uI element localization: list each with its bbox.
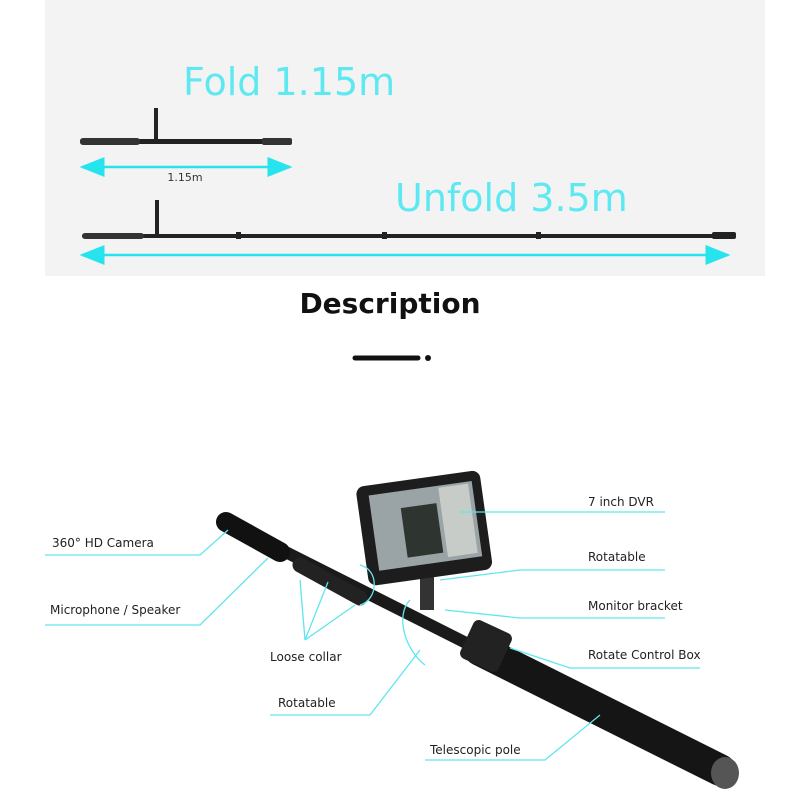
folded-pole xyxy=(80,108,292,145)
fold-label: Fold 1.15m xyxy=(183,60,395,104)
fold-measure: 1.15m xyxy=(167,171,202,184)
dimensions-panel xyxy=(45,0,765,276)
section-title: Description xyxy=(299,287,480,320)
label-loose-collar: Loose collar xyxy=(270,650,342,664)
label-rotatable-left: Rotatable xyxy=(278,696,336,710)
title-divider xyxy=(352,355,431,361)
callout-lines xyxy=(45,511,700,761)
label-control-box: Rotate Control Box xyxy=(588,648,701,662)
unfolded-pole xyxy=(82,200,736,239)
label-telescopic-pole: Telescopic pole xyxy=(429,743,521,757)
label-camera: 360° HD Camera xyxy=(52,536,154,550)
label-dvr: 7 inch DVR xyxy=(588,495,654,509)
unfold-label: Unfold 3.5m xyxy=(395,176,628,220)
telescopic-pole-device xyxy=(216,470,739,789)
label-microphone: Microphone / Speaker xyxy=(50,603,180,617)
label-monitor-bracket: Monitor bracket xyxy=(588,599,683,613)
label-rotatable-right: Rotatable xyxy=(588,550,646,564)
